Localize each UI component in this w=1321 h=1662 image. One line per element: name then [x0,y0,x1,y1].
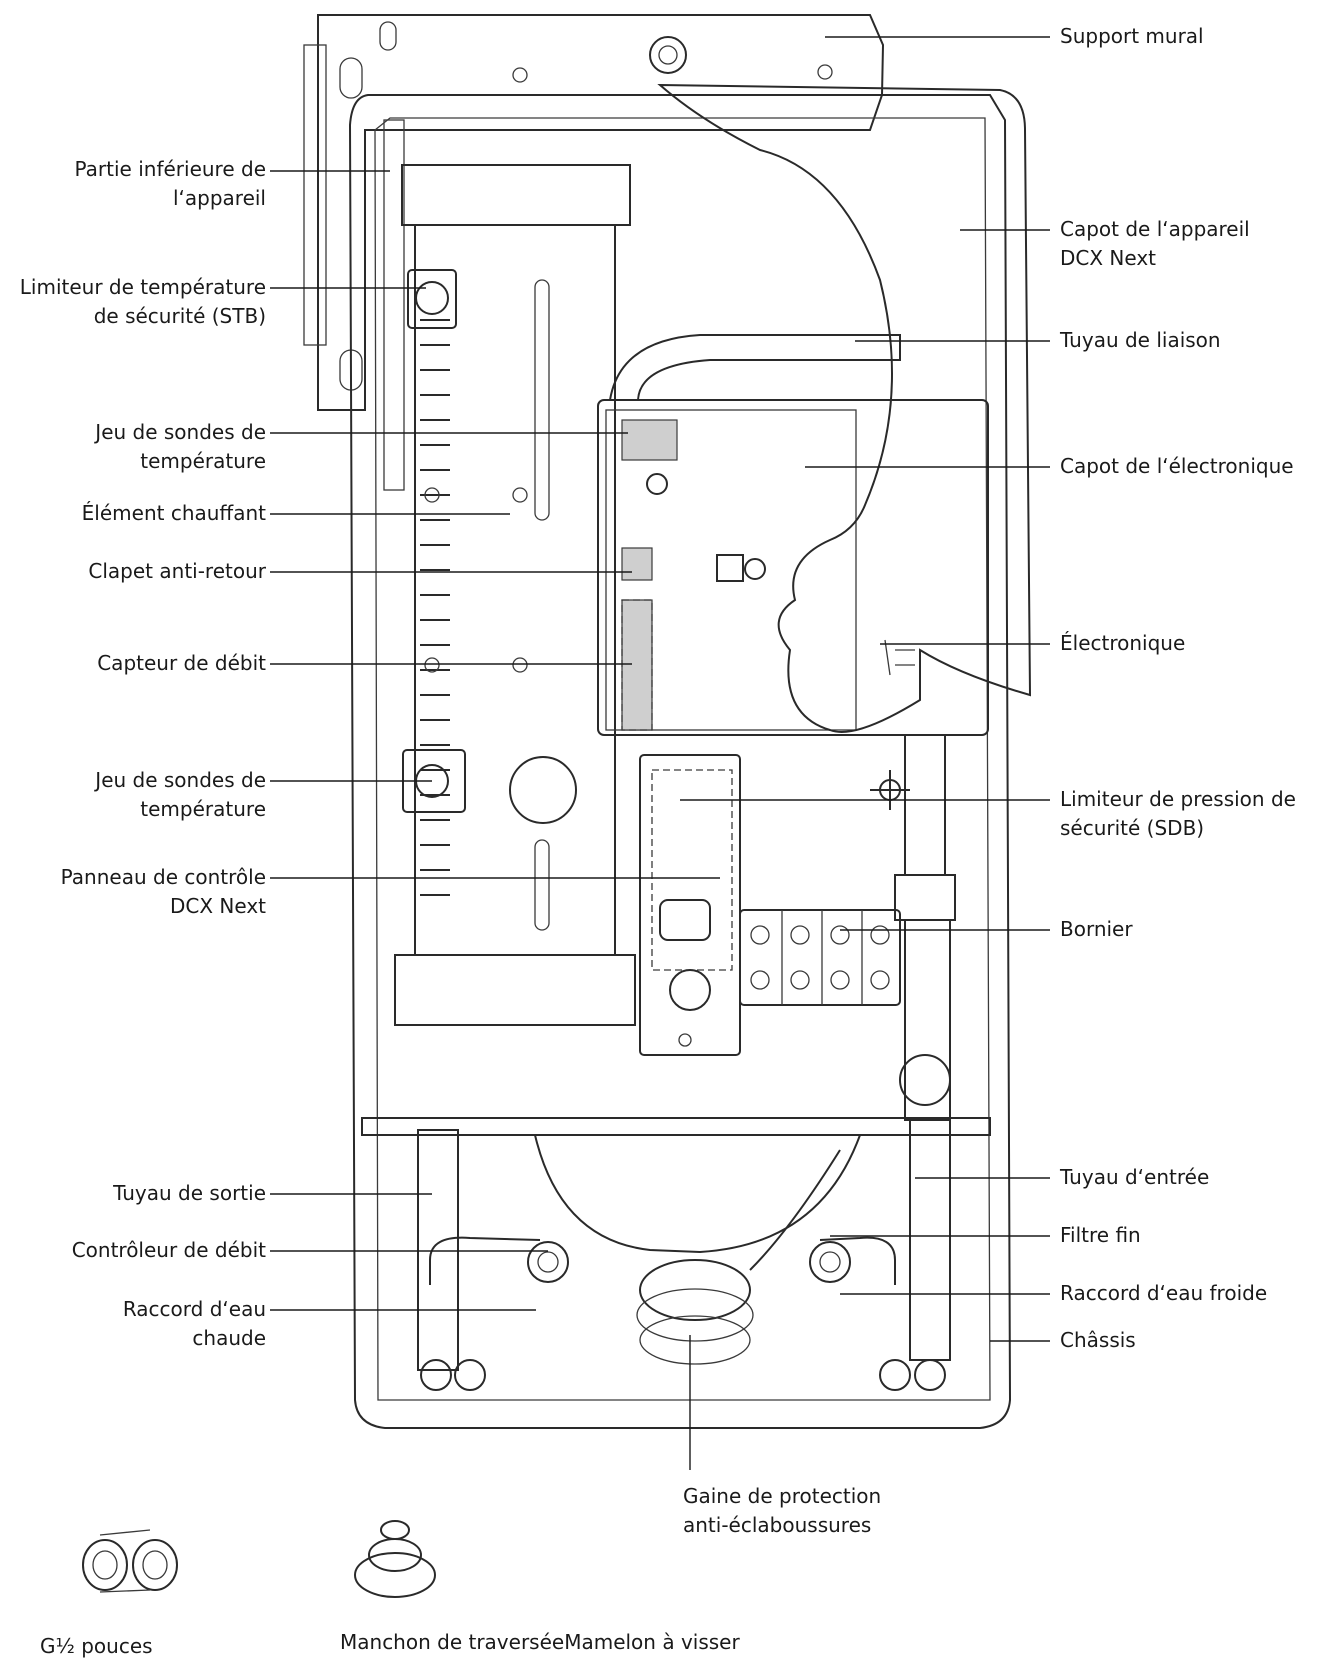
label-chassis: Châssis [1060,1328,1136,1352]
appliance-cover [657,83,1032,733]
water-fittings [429,1236,896,1285]
control-panel [639,754,741,1056]
drip-tray [534,1134,861,1254]
label-controleur-debit: Contrôleur de débit [71,1238,266,1262]
label-manchon-mamelon: Manchon de traverséeMamelon à visser [340,1630,740,1654]
electronics-cover [597,399,989,736]
label-tuyau-entree: Tuyau d‘entrée [1060,1165,1210,1189]
g-half-nipple-icon [82,1529,178,1593]
label-element-chauffant: Élément chauffant [81,501,266,525]
wall-bracket [303,14,885,411]
label-support-mural: Support mural [1060,24,1204,48]
splash-protection-hose [636,1149,841,1365]
label-tuyau-sortie: Tuyau de sortie [113,1181,266,1205]
inlet-pipe [894,734,956,1361]
label-raccord-eau-froide: Raccord d‘eau froide [1060,1281,1268,1305]
chassis-outline [348,94,1012,1429]
grommet-icon [354,1520,436,1598]
label-electronique: Électronique [1060,631,1186,655]
label-bornier: Bornier [1060,917,1133,941]
bottom-crossbar [361,1117,991,1136]
terminal-block [739,909,901,1006]
heating-element [394,164,636,1026]
label-capteur-debit: Capteur de débit [97,651,266,675]
label-capot-electronique: Capot de l‘électronique [1060,454,1294,478]
label-clapet-anti-retour: Clapet anti-retour [88,559,266,583]
outlet-pipe [417,1129,459,1371]
connecting-pipe [608,334,901,401]
bottom-screws [420,1359,946,1391]
leader-lines [270,36,1050,1470]
label-tuyau-liaison: Tuyau de liaison [1060,328,1221,352]
heating-coil-fins [420,319,450,896]
label-g-half: G½ pouces [40,1634,153,1658]
label-filtre-fin: Filtre fin [1060,1223,1141,1247]
safety-temperature-limiter [407,269,457,329]
